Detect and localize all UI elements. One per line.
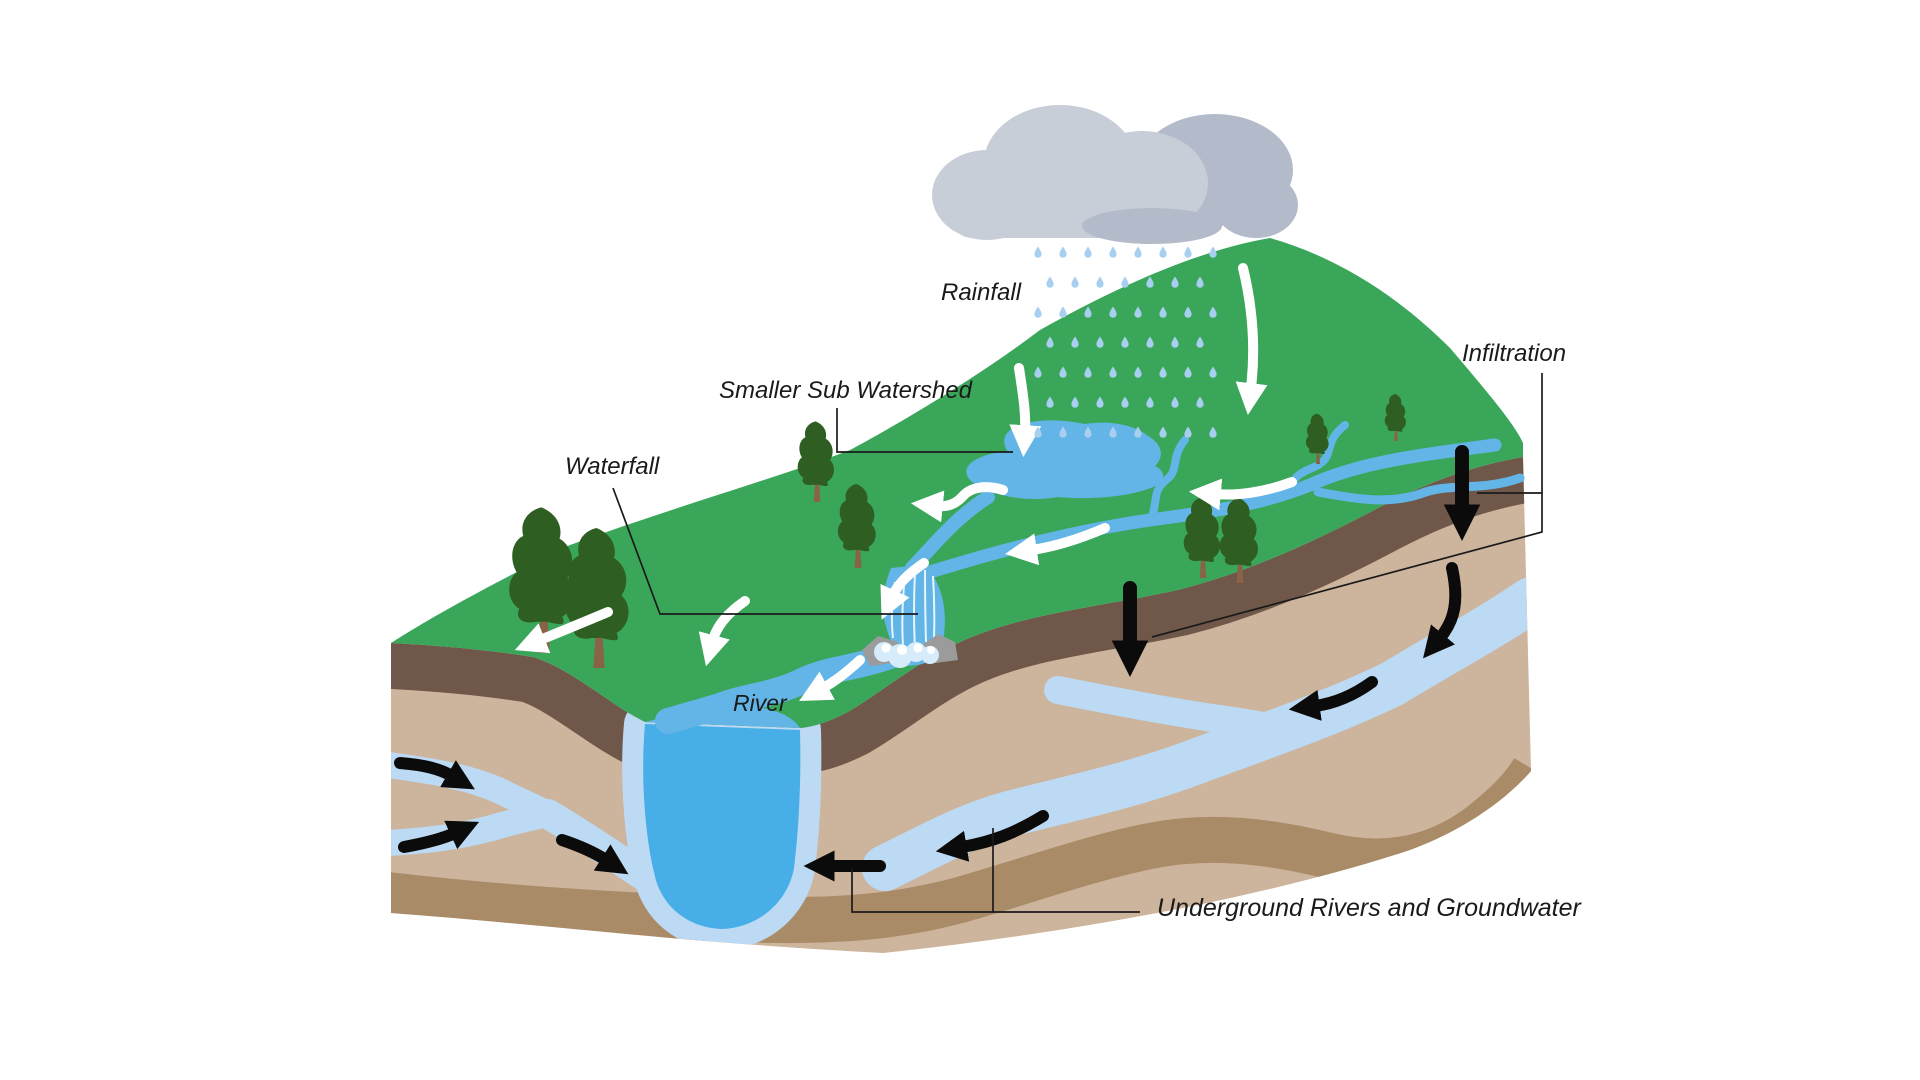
groundwater-arrow-black-icon bbox=[398, 820, 480, 853]
flow-arrow-white-icon bbox=[880, 558, 929, 620]
rain-drop-icon bbox=[1071, 276, 1079, 288]
label-underground-rivers: Underground Rivers and Groundwater bbox=[1157, 894, 1581, 922]
leader-lines bbox=[612, 373, 1543, 913]
rain-drop-icon bbox=[1059, 306, 1067, 318]
rain-drop-icon bbox=[1084, 246, 1092, 258]
river-column bbox=[643, 724, 801, 929]
flow-arrow-white-icon bbox=[799, 655, 865, 702]
rain-drop-icon bbox=[1184, 246, 1192, 258]
surface-flow-arrows bbox=[514, 263, 1297, 702]
rain-drop-icon bbox=[1134, 246, 1142, 258]
groundwater-arrow-black-icon bbox=[394, 757, 475, 790]
flow-arrow-white-icon bbox=[1188, 477, 1297, 511]
flow-arrow-white-icon bbox=[514, 607, 613, 654]
leader-waterfall bbox=[612, 487, 918, 615]
rain-drop-icon bbox=[1034, 306, 1042, 318]
flow-arrow-white-icon bbox=[910, 482, 1008, 523]
rain-drop-icon bbox=[1109, 246, 1117, 258]
groundwater-arrow-black-icon bbox=[1288, 676, 1378, 721]
rain-drop-icon bbox=[1034, 246, 1042, 258]
rain-drop-icon bbox=[1209, 246, 1217, 258]
label-smaller-sub-watershed: Smaller Sub Watershed bbox=[719, 377, 973, 404]
groundwater-arrow-black-icon bbox=[556, 834, 629, 875]
foam bbox=[874, 642, 939, 668]
label-rainfall: Rainfall bbox=[941, 279, 1022, 306]
rain-drop-icon bbox=[1046, 276, 1054, 288]
leader-underground bbox=[851, 868, 1140, 913]
cloud-icon bbox=[932, 105, 1298, 244]
flow-arrow-white-icon bbox=[698, 596, 750, 667]
groundwater-arrow-black-icon bbox=[1423, 562, 1462, 659]
flow-arrow-white-icon bbox=[1009, 363, 1042, 458]
groundwater-arrow-black-icon bbox=[935, 810, 1049, 862]
rain-drop-icon bbox=[1059, 246, 1067, 258]
grass bbox=[391, 238, 1523, 728]
rain-drop-icon bbox=[1096, 276, 1104, 288]
leader-sub-watershed bbox=[836, 408, 1013, 453]
label-infiltration: Infiltration bbox=[1462, 340, 1567, 367]
label-waterfall: Waterfall bbox=[565, 453, 660, 480]
label-river: River bbox=[733, 690, 787, 716]
groundwater-arrows bbox=[394, 445, 1481, 882]
river-mouth bbox=[645, 705, 800, 728]
flow-arrow-white-icon bbox=[1235, 263, 1268, 416]
rain-drop-icon bbox=[1159, 246, 1167, 258]
flow-arrow-white-icon bbox=[1005, 523, 1110, 566]
rain-drop-icon bbox=[1121, 276, 1129, 288]
leader-infiltration bbox=[1151, 373, 1543, 638]
